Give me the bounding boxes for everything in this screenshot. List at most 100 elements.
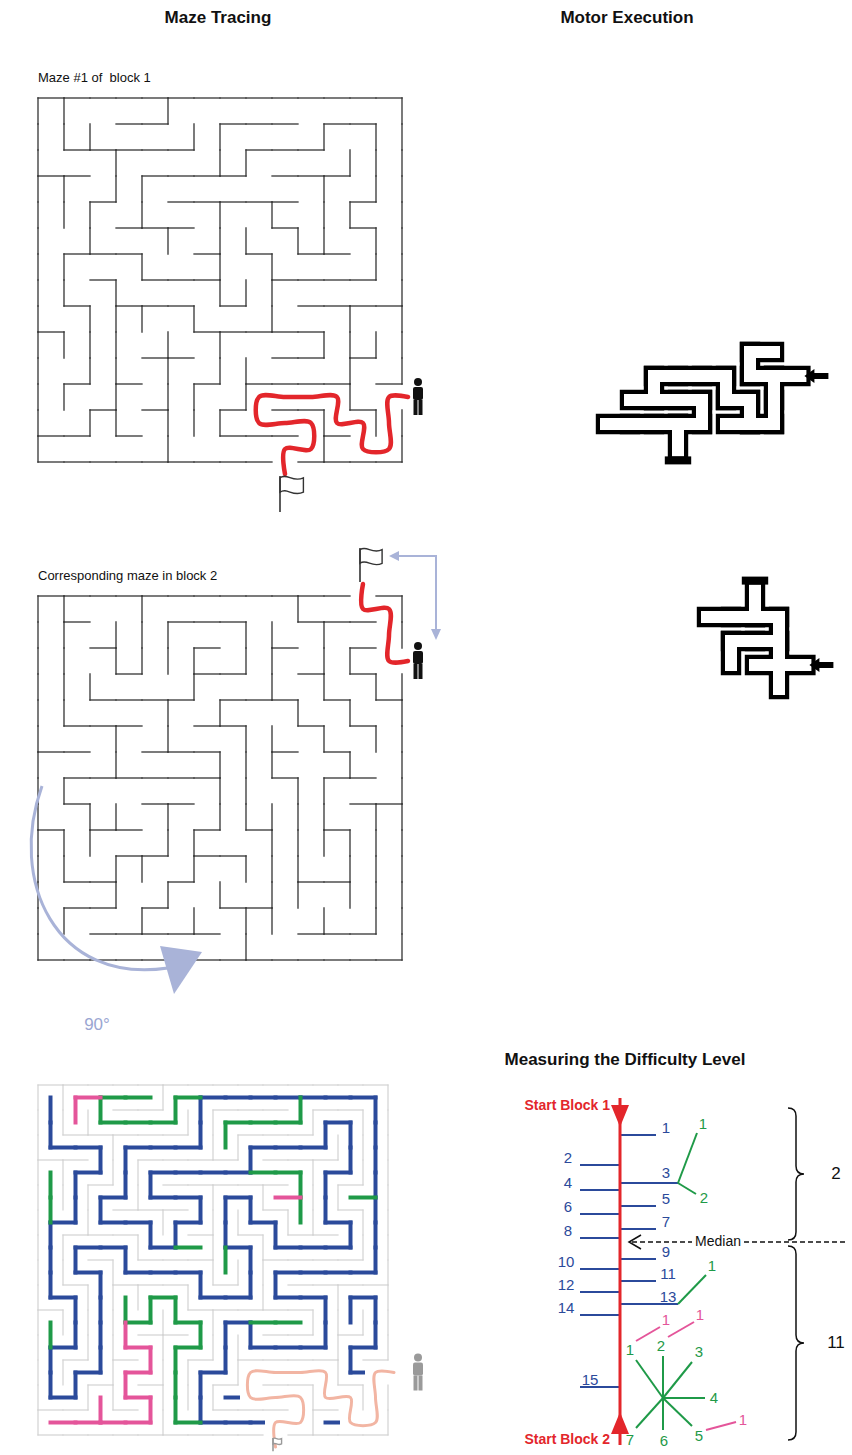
dead-end-branch [324,1123,328,1148]
dead-end-branch [101,1246,126,1250]
maze-wall [116,383,142,384]
maze-wall [87,1285,88,1310]
dead-end-branch [249,1273,253,1298]
maze-wall [194,97,220,98]
maze-wall [312,1210,313,1235]
maze-wall [37,752,38,778]
rotation-arrow [31,786,202,994]
dead-end-branch [51,1221,76,1225]
maze-wall [113,1109,138,1110]
maze-wall [271,674,272,700]
maze-wall [401,332,402,358]
maze-wall [163,1434,188,1435]
maze-wall [246,907,272,908]
maze-wall [363,1084,388,1085]
maze-wall [245,908,246,934]
motor-maze-2 [707,577,833,689]
maze-wall [238,1134,263,1135]
corridor [750,418,774,430]
person-icon [414,642,422,650]
maze-wall [188,1159,213,1160]
maze-wall [62,1085,63,1110]
dead-end-branch [351,1096,376,1100]
maze-wall [323,202,324,228]
maze-wall [212,1185,213,1210]
maze-wall [115,622,116,648]
maze-wall [115,804,116,830]
maze-wall [220,959,246,960]
dead-end-branch [324,1298,328,1323]
flag-icon [279,476,281,512]
maze-wall [37,908,38,934]
maze-wall [271,648,272,674]
maze-wall [193,674,194,700]
flag-icon [272,1438,274,1451]
maze-wall [272,97,298,98]
maze-wall [167,98,168,124]
maze-wall [338,1184,363,1185]
maze-wall [87,1335,88,1360]
maze-wall [272,331,298,332]
maze-wall [349,882,350,908]
rotation-arrow [31,786,168,970]
maze-wall [64,907,90,908]
maze-wall [38,461,64,462]
maze-wall [246,331,272,332]
maze-wall [375,908,376,934]
dead-end-branch [274,1223,278,1248]
maze-wall [138,1134,163,1135]
dead-end-branch [249,1323,253,1348]
callout-number: 12 [558,1277,575,1294]
maze-wall [38,1084,63,1085]
maze-wall [88,1259,113,1260]
maze-wall [376,959,402,960]
maze-wall [37,1085,38,1110]
maze-wall [38,829,64,830]
maze-wall [272,751,298,752]
traced-path [256,395,408,474]
maze-wall [313,1084,338,1085]
maze-wall [298,959,324,960]
maze-wall [376,97,402,98]
dead-end-branch [151,1196,176,1200]
maze-wall [324,279,350,280]
callout-number: 1 [662,1312,670,1329]
branch-tick [621,1258,656,1260]
person-icon [419,664,423,679]
maze-wall [167,436,168,462]
maze-wall [271,752,272,778]
dead-end-branch [276,1271,301,1275]
maze-wall [219,410,220,436]
maze-wall [401,306,402,332]
maze-wall [116,699,142,700]
maze-wall [324,595,350,596]
maze-wall [246,435,272,436]
maze-wall [37,726,38,752]
maze-wall [219,150,220,176]
dead-end-branch [101,1121,126,1125]
dead-end-branch [324,1198,328,1223]
maze-wall [298,409,324,410]
corridor [779,659,805,671]
dead-end-branch [174,1298,178,1323]
maze-wall [138,1284,163,1285]
swap-arrow [396,556,436,630]
maze-wall [238,1234,263,1235]
dead-end-branch [49,1373,53,1398]
maze-wall [90,409,116,410]
maze-wall [401,358,402,384]
dead-end-branch [274,1273,278,1298]
maze-wall [38,751,64,752]
maze-wall [193,830,194,856]
maze-wall [187,1110,188,1135]
maze-wall [142,357,168,358]
dead-end-branch [76,1271,101,1275]
dead-end-branch [374,1173,378,1198]
corridor [707,591,805,689]
dead-end-branch [276,1096,301,1100]
maze-wall [401,280,402,306]
maze-wall [337,1360,338,1385]
callout-number: 8 [564,1223,572,1240]
callout-number: 2 [657,1338,665,1355]
maze-wall [298,673,324,674]
